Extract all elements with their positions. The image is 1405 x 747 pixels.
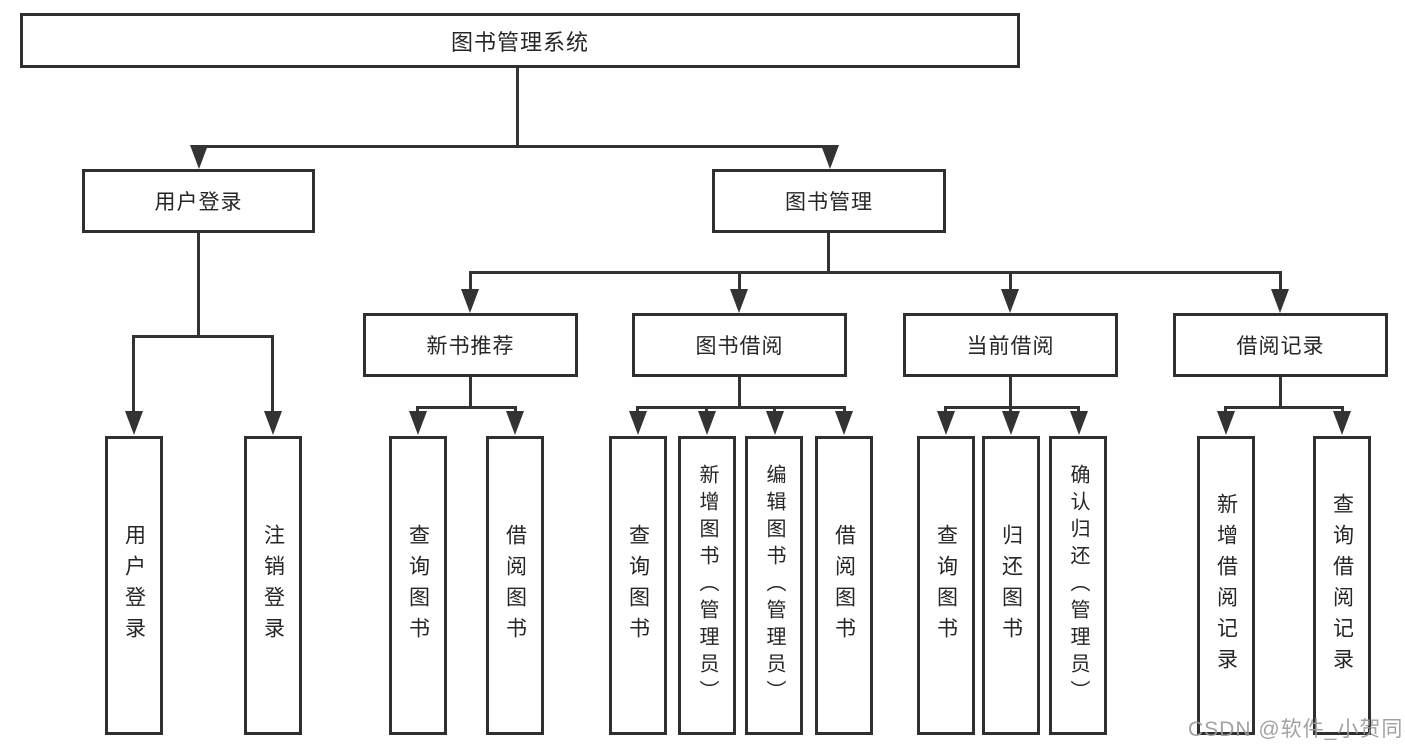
connector-line bbox=[705, 406, 708, 415]
connector-line bbox=[1224, 406, 1343, 409]
leaf-query-borrow-record: 查询借阅记录 bbox=[1313, 436, 1371, 735]
connector-line bbox=[773, 406, 776, 415]
arrowhead-icon bbox=[835, 411, 853, 435]
connector-line bbox=[1279, 377, 1282, 409]
arrowhead-icon bbox=[461, 289, 479, 313]
leaf-add-book-admin-label: 新增图书（管理员） bbox=[696, 464, 718, 707]
node-user-login: 用户登录 bbox=[82, 169, 315, 233]
leaf-borrow-books: 借阅图书 bbox=[815, 436, 873, 735]
connector-line bbox=[271, 335, 274, 413]
connector-line bbox=[514, 406, 517, 415]
connector-line bbox=[944, 406, 947, 415]
connector-line bbox=[636, 406, 639, 415]
connector-line bbox=[1009, 406, 1012, 415]
arrowhead-icon bbox=[821, 145, 839, 169]
node-root: 图书管理系统 bbox=[20, 13, 1020, 68]
leaf-add-book-admin: 新增图书（管理员） bbox=[678, 436, 736, 735]
node-new-book-recommend-label: 新书推荐 bbox=[426, 335, 515, 358]
leaf-return-books: 归还图书 bbox=[982, 436, 1040, 735]
node-current-borrow: 当前借阅 bbox=[903, 313, 1118, 377]
leaf-user-login-label: 用户登录 bbox=[122, 523, 146, 648]
leaf-recommend-query-books: 查询图书 bbox=[389, 436, 447, 735]
leaf-recommend-borrow-books: 借阅图书 bbox=[486, 436, 544, 735]
leaf-recommend-borrow-books-label: 借阅图书 bbox=[503, 523, 527, 648]
arrowhead-icon bbox=[1217, 411, 1235, 435]
connector-line bbox=[469, 271, 472, 291]
connector-line bbox=[516, 68, 519, 145]
leaf-edit-book-admin-label: 编辑图书（管理员） bbox=[763, 464, 785, 707]
arrowhead-icon bbox=[190, 145, 208, 169]
connector-line bbox=[196, 145, 833, 148]
arrowhead-icon bbox=[125, 411, 143, 435]
node-root-label: 图书管理系统 bbox=[450, 29, 589, 55]
arrowhead-icon bbox=[1271, 289, 1289, 313]
arrowhead-icon bbox=[1001, 289, 1019, 313]
node-book-management-label: 图书管理 bbox=[785, 191, 873, 214]
connector-line bbox=[197, 233, 200, 335]
node-book-management: 图书管理 bbox=[712, 169, 946, 233]
csdn-watermark: CSDN @软件_小贺同学 bbox=[1188, 718, 1405, 741]
connector-line bbox=[469, 377, 472, 409]
connector-line bbox=[944, 406, 1080, 409]
arrowhead-icon bbox=[937, 411, 955, 435]
leaf-add-borrow-record: 新增借阅记录 bbox=[1197, 436, 1255, 735]
connector-line bbox=[738, 377, 741, 409]
arrowhead-icon bbox=[730, 289, 748, 313]
connector-line bbox=[1224, 406, 1227, 415]
arrowhead-icon bbox=[1002, 411, 1020, 435]
leaf-query-borrow-record-label: 查询借阅记录 bbox=[1330, 492, 1354, 679]
connector-line bbox=[1077, 406, 1080, 415]
arrowhead-icon bbox=[1070, 411, 1088, 435]
arrowhead-icon bbox=[264, 411, 282, 435]
arrowhead-icon bbox=[409, 411, 427, 435]
leaf-confirm-return-admin: 确认归还（管理员） bbox=[1049, 436, 1107, 735]
leaf-current-query-books-label: 查询图书 bbox=[934, 523, 958, 648]
arrowhead-icon bbox=[698, 411, 716, 435]
connector-line bbox=[1341, 406, 1344, 415]
connector-line bbox=[738, 271, 741, 291]
leaf-edit-book-admin: 编辑图书（管理员） bbox=[745, 436, 803, 735]
leaf-confirm-return-admin-label: 确认归还（管理员） bbox=[1067, 464, 1089, 707]
leaf-logout-label: 注销登录 bbox=[261, 523, 285, 648]
arrowhead-icon bbox=[506, 411, 524, 435]
leaf-borrow-books-label: 借阅图书 bbox=[832, 523, 856, 648]
leaf-borrow-query-books: 查询图书 bbox=[609, 436, 667, 735]
arrowhead-icon bbox=[629, 411, 647, 435]
node-book-borrow-label: 图书借阅 bbox=[695, 335, 784, 358]
node-borrow-records: 借阅记录 bbox=[1173, 313, 1388, 377]
connector-line bbox=[1009, 271, 1012, 291]
connector-line bbox=[1279, 271, 1282, 291]
leaf-return-books-label: 归还图书 bbox=[999, 523, 1023, 648]
arrowhead-icon bbox=[1333, 411, 1351, 435]
node-borrow-records-label: 借阅记录 bbox=[1236, 335, 1325, 358]
connector-line bbox=[416, 406, 517, 409]
connector-line bbox=[132, 335, 135, 413]
connector-line bbox=[469, 271, 1282, 274]
node-new-book-recommend: 新书推荐 bbox=[363, 313, 578, 377]
node-user-login-label: 用户登录 bbox=[154, 191, 243, 214]
leaf-user-login: 用户登录 bbox=[105, 436, 163, 735]
connector-line bbox=[132, 335, 274, 338]
connector-line bbox=[416, 406, 419, 415]
connector-line bbox=[827, 233, 830, 274]
node-current-borrow-label: 当前借阅 bbox=[966, 335, 1055, 358]
leaf-recommend-query-books-label: 查询图书 bbox=[406, 523, 430, 648]
connector-line bbox=[1009, 377, 1012, 409]
node-book-borrow: 图书借阅 bbox=[632, 313, 847, 377]
arrowhead-icon bbox=[766, 411, 784, 435]
leaf-add-borrow-record-label: 新增借阅记录 bbox=[1214, 492, 1238, 679]
leaf-logout: 注销登录 bbox=[244, 436, 302, 735]
connector-line bbox=[636, 406, 846, 409]
leaf-current-query-books: 查询图书 bbox=[917, 436, 975, 735]
connector-line bbox=[843, 406, 846, 415]
leaf-borrow-query-books-label: 查询图书 bbox=[626, 523, 650, 648]
